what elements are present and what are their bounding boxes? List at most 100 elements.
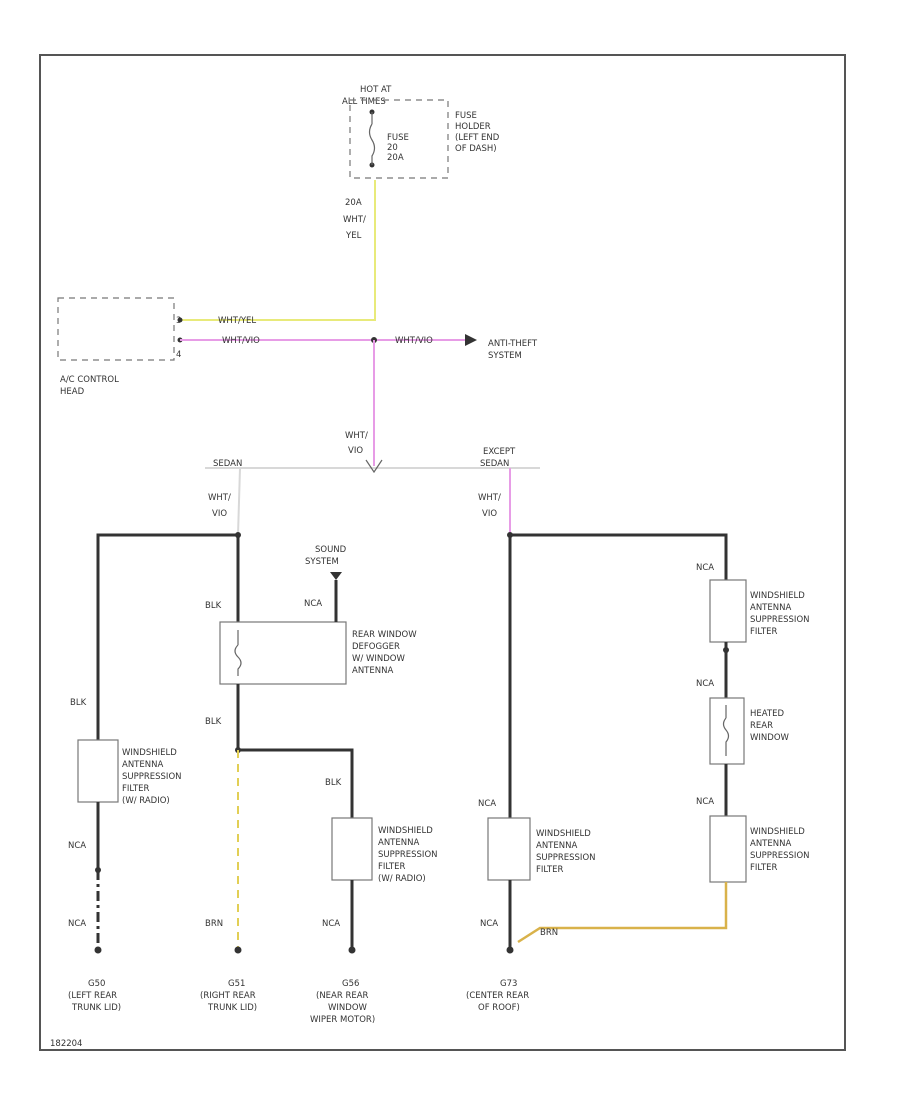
wire-blk-left-top <box>96 533 238 740</box>
mid-filter-box <box>331 817 373 881</box>
figure-id: 182204 <box>50 1039 82 1049</box>
ac-terminal-3 <box>177 317 183 323</box>
center-filter-box <box>487 817 531 881</box>
wht-vio-label-b: WHT/VIO <box>395 336 433 346</box>
g56-label-1: G56 <box>342 979 359 989</box>
all-times-label: ALL TIMES <box>342 97 386 107</box>
arrow-anti-theft <box>465 334 477 346</box>
right-filter-2-label-2: ANTENNA <box>750 839 791 849</box>
sound-system-arrow <box>330 572 342 580</box>
wire-1-gauge: WHT/ <box>343 215 366 225</box>
hot-at-label: HOT AT <box>360 85 392 95</box>
left-branch-label: SEDAN <box>213 459 242 469</box>
defogger-element <box>234 630 242 676</box>
nca-center-bottom-label: NCA <box>480 919 498 929</box>
wht-vio-label-a: WHT/VIO <box>222 336 260 346</box>
rear-window-label-3: W/ WINDOW <box>352 654 405 664</box>
g73-label-1: G73 <box>500 979 517 989</box>
g51-label-3: TRUNK LID) <box>207 1003 257 1013</box>
right-branch-label: SEDAN <box>480 459 509 469</box>
fuse-holder-label-1: FUSE <box>455 111 477 121</box>
brn-right-label: BRN <box>540 928 558 938</box>
heated-rear-label-1: HEATED <box>750 709 784 719</box>
wire-1-color: YEL <box>345 231 362 241</box>
except-label: EXCEPT <box>483 447 516 457</box>
blk-mid-label: BLK <box>205 717 222 727</box>
wire-3-gauge: WHT/ <box>208 493 231 503</box>
blk-left-label: BLK <box>70 698 87 708</box>
left-filter-label-2: ANTENNA <box>122 760 163 770</box>
right-filter-2-label-4: FILTER <box>750 863 778 873</box>
rear-window-label-1: REAR WINDOW <box>352 630 417 640</box>
heated-rear-label-3: WINDOW <box>750 733 790 743</box>
left-filter-box <box>77 739 119 803</box>
wire-blk-to-mid-filter <box>238 748 354 818</box>
wire-4-gauge: WHT/ <box>478 493 501 503</box>
fuse-holder-box <box>349 99 449 179</box>
blk-top-label: BLK <box>205 601 222 611</box>
wire-4-color: VIO <box>482 509 497 519</box>
mid-filter-label-4: FILTER <box>378 862 406 872</box>
ac-control-label-2: HEAD <box>60 387 85 397</box>
ground-g51 <box>234 946 242 954</box>
g56-label-3: WINDOW <box>328 1003 368 1013</box>
diagram-border <box>39 54 846 1051</box>
right-filter-1-label-1: WINDSHIELD <box>750 591 805 601</box>
sound-system-label-1: SOUND <box>315 545 347 555</box>
anti-theft-label-2: SYSTEM <box>488 351 522 361</box>
wire-2-color: VIO <box>348 446 363 456</box>
nca-bottom-3-label: NCA <box>322 919 340 929</box>
nca-r1-label: NCA <box>696 563 714 573</box>
g50-label-1: G50 <box>88 979 105 989</box>
right-filter-1-box <box>709 579 747 643</box>
fuse-number: 20 <box>387 143 398 153</box>
nca-left-2-label: NCA <box>68 919 86 929</box>
rear-window-defogger-box <box>219 621 347 685</box>
ac-control-head-box <box>57 297 175 361</box>
blk-right-branch-label: BLK <box>325 778 342 788</box>
g56-label-2: (NEAR REAR <box>316 991 369 1001</box>
g51-label-1: G51 <box>228 979 245 989</box>
nca-r2-label: NCA <box>696 679 714 689</box>
heated-rear-label-2: REAR <box>750 721 773 731</box>
right-filter-1-label-2: ANTENNA <box>750 603 791 613</box>
heated-window-element <box>722 705 730 756</box>
ground-g73 <box>506 946 514 954</box>
right-filter-1-label-4: FILTER <box>750 627 778 637</box>
wire-left-drop <box>237 467 241 536</box>
fuse-holder-label-2: HOLDER <box>455 122 491 132</box>
branch-marker <box>365 459 383 474</box>
right-filter-2-box <box>709 815 747 883</box>
g51-label-2: (RIGHT REAR <box>200 991 256 1001</box>
center-filter-label-3: SUPPRESSION <box>536 853 596 863</box>
center-filter-label-2: ANTENNA <box>536 841 577 851</box>
mid-filter-label-1: WINDSHIELD <box>378 826 433 836</box>
wire-1-number: 20A <box>345 198 362 208</box>
g50-label-3: TRUNK LID) <box>71 1003 121 1013</box>
rear-window-label-4: ANTENNA <box>352 666 393 676</box>
anti-theft-label-1: ANTI-THEFT <box>488 339 538 349</box>
center-filter-label-1: WINDSHIELD <box>536 829 591 839</box>
g50-label-2: (LEFT REAR <box>68 991 117 1001</box>
right-filter-2-label-1: WINDSHIELD <box>750 827 805 837</box>
ac-pin-4: 4 <box>176 350 181 360</box>
left-filter-label-3: SUPPRESSION <box>122 772 182 782</box>
g56-label-4: WIPER MOTOR) <box>310 1015 375 1025</box>
fuse-holder-label-4: OF DASH) <box>455 144 497 154</box>
splice-r1 <box>723 647 729 653</box>
fuse-label: FUSE <box>387 133 409 143</box>
left-filter-label-1: WINDSHIELD <box>122 748 177 758</box>
left-filter-label-5: (W/ RADIO) <box>122 796 170 806</box>
nca-sound-label: NCA <box>304 599 322 609</box>
mid-filter-label-5: (W/ RADIO) <box>378 874 426 884</box>
wire-brn-right <box>517 882 728 944</box>
ground-g50 <box>94 946 102 954</box>
wire-wht-yel <box>180 180 376 321</box>
wire-3-color: VIO <box>212 509 227 519</box>
ac-control-label-1: A/C CONTROL <box>60 375 119 385</box>
fuse-rating: 20A <box>387 153 404 163</box>
center-filter-label-4: FILTER <box>536 865 564 875</box>
fuse-element <box>368 112 376 165</box>
nca-left-1-label: NCA <box>68 841 86 851</box>
